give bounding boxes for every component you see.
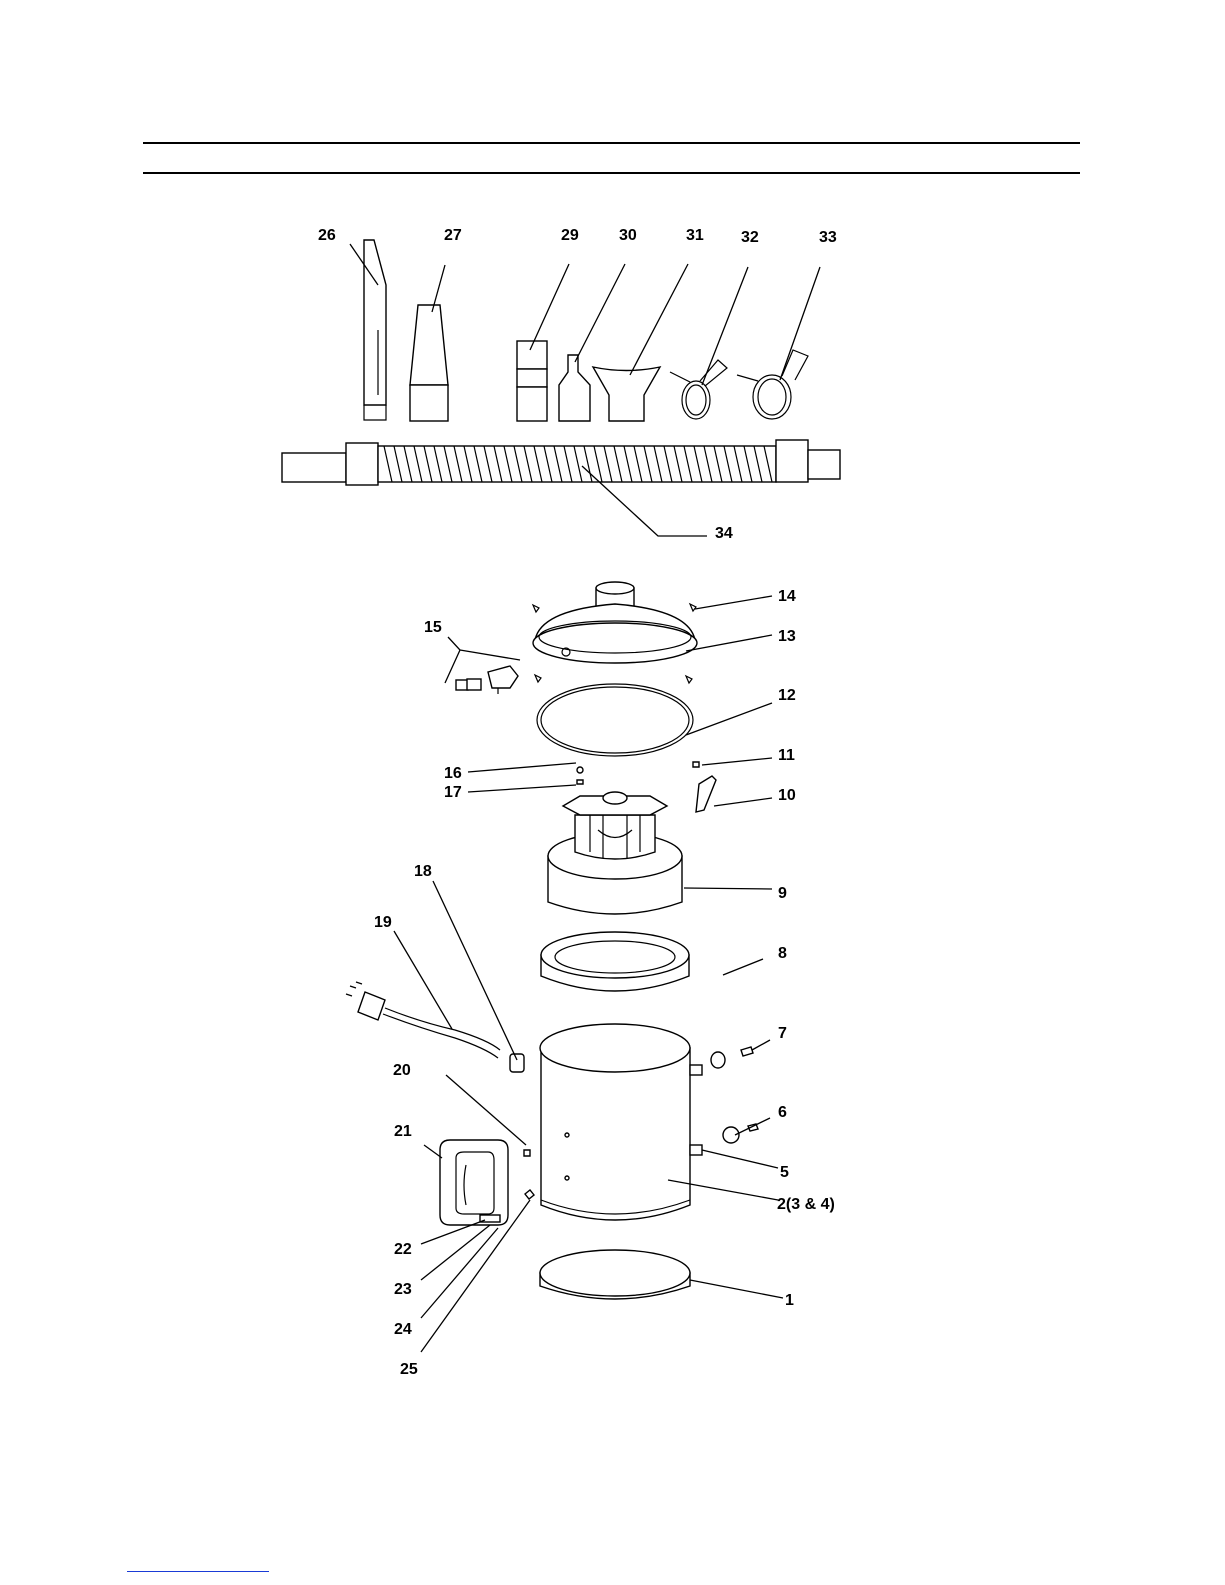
callout-22: 22 (394, 1241, 412, 1258)
callout-11: 11 (778, 747, 795, 764)
callout-20: 20 (393, 1062, 411, 1079)
callout-14: 14 (778, 588, 796, 605)
part-15-switch-assembly (456, 666, 518, 694)
callout-6: 6 (778, 1104, 787, 1121)
callout-19: 19 (374, 914, 392, 931)
part-1-bottom-disc (540, 1250, 690, 1299)
part-18-strain-relief (510, 1054, 524, 1072)
callout-9: 9 (778, 885, 787, 902)
footer-link-underline[interactable] (127, 1571, 269, 1572)
callout-23: 23 (394, 1281, 412, 1298)
callout-10: 10 (778, 787, 796, 804)
callout-25: 25 (400, 1361, 418, 1378)
callout-16: 16 (444, 765, 462, 782)
callout-5: 5 (780, 1164, 789, 1181)
part-2-tank (540, 1024, 702, 1220)
part-31-wide-nozzle (593, 367, 660, 421)
part-21-handle (440, 1140, 508, 1225)
callout-15: 15 (424, 619, 442, 636)
part-32-hose-clamp (670, 360, 727, 419)
part-25-screw (525, 1190, 534, 1199)
part-12-gasket (537, 684, 693, 756)
part-11-screw (693, 762, 699, 767)
callout-31: 31 (686, 227, 704, 244)
part-29-coupler (517, 341, 547, 421)
callout-26: 26 (318, 227, 336, 244)
part-10-bracket (696, 776, 716, 812)
callout-30: 30 (619, 227, 637, 244)
callout-24: 24 (394, 1321, 412, 1338)
part-34-hose (282, 440, 840, 485)
part-8-filter-ring (541, 932, 689, 991)
callout-2: 2(3 & 4) (777, 1196, 835, 1213)
part-33-hose-clamp (737, 350, 808, 419)
part-27-nozzle (410, 305, 448, 421)
part-26-crevice-tool (364, 240, 386, 420)
callout-32: 32 (741, 229, 759, 246)
callout-29: 29 (561, 227, 579, 244)
callout-21: 21 (394, 1123, 412, 1140)
part-9-motor (548, 792, 682, 914)
callout-8: 8 (778, 945, 787, 962)
part-30-small-nozzle (559, 355, 590, 421)
part-19-power-cord (346, 982, 500, 1058)
callout-12: 12 (778, 687, 796, 704)
callout-17: 17 (444, 784, 462, 801)
callout-27: 27 (444, 227, 462, 244)
callout-13: 13 (778, 628, 796, 645)
callout-34: 34 (715, 525, 733, 542)
callout-1: 1 (785, 1292, 794, 1309)
part-7-fitting (711, 1047, 753, 1068)
callout-18: 18 (414, 863, 432, 880)
callout-7: 7 (778, 1025, 787, 1042)
part-20-screw (524, 1150, 530, 1156)
part-16-17-fasteners (577, 767, 583, 784)
part-13-top-cover (533, 582, 697, 663)
callout-33: 33 (819, 229, 837, 246)
